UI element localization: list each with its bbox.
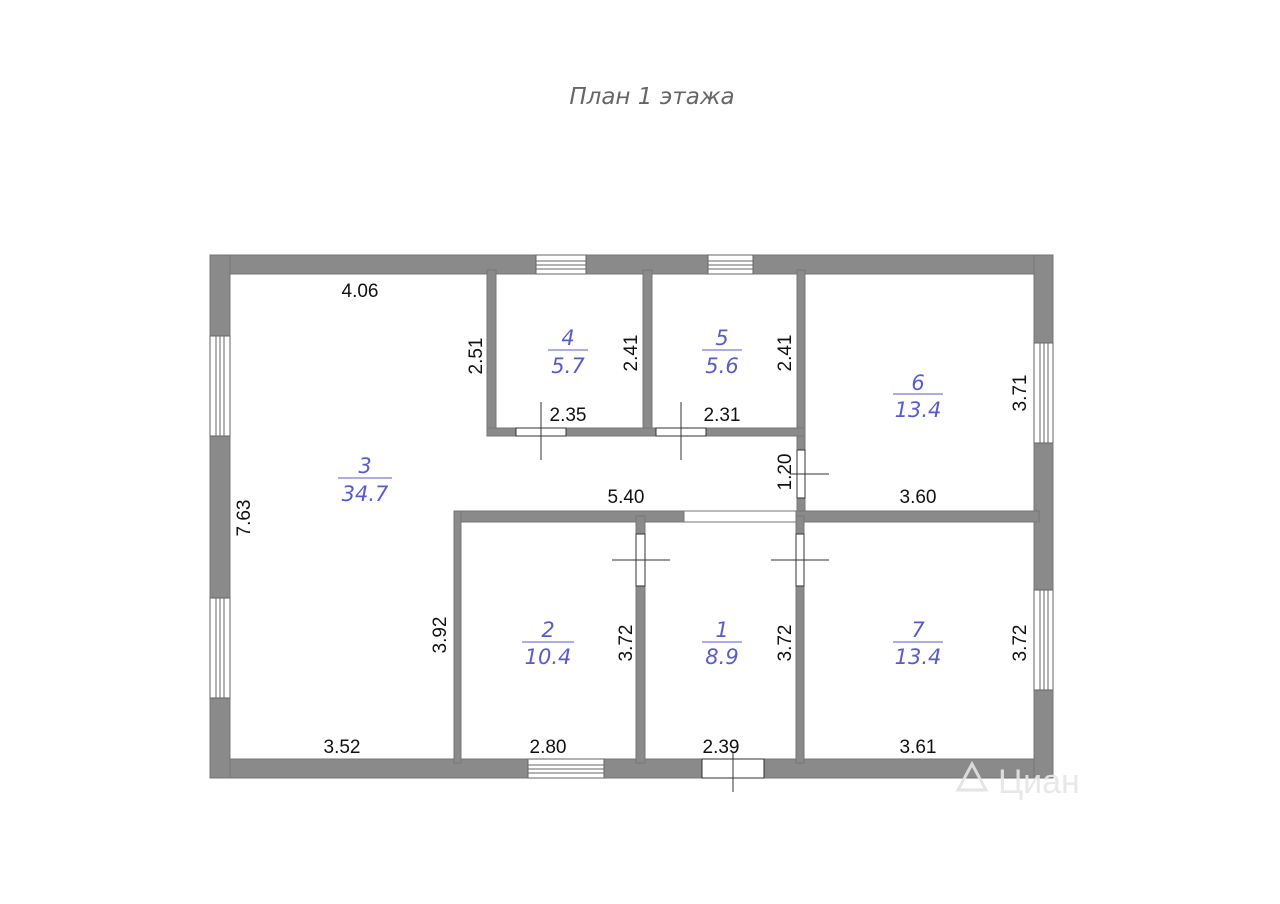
dim-r4-left: 2.51	[466, 338, 487, 375]
room-labels: 3 34.7 4 5.7 5 5.6 6 13.4 2 10.4 1 8.9	[338, 326, 943, 669]
wall-outer-bottom	[209, 758, 1054, 779]
dim-r7-right: 3.72	[1010, 625, 1031, 662]
room-number: 3	[358, 454, 371, 478]
door-r4	[515, 402, 567, 460]
dim-corridor-h: 1.20	[775, 454, 796, 491]
dim-corridor: 5.40	[608, 487, 645, 508]
room-area: 8.9	[705, 645, 738, 669]
room-area: 34.7	[342, 482, 389, 506]
window-left-lower	[209, 597, 231, 699]
room-number: 6	[911, 371, 924, 395]
room-2-label: 2 10.4	[522, 618, 574, 669]
window-top-r5	[707, 254, 754, 275]
room-area: 5.7	[551, 354, 585, 378]
wall-outer-top	[209, 254, 1054, 275]
door-r7	[771, 533, 829, 587]
dim-r3-left: 7.63	[234, 500, 255, 537]
door-entrance	[701, 752, 765, 792]
dim-r2-right: 3.72	[616, 625, 637, 662]
dim-r7-bottom: 3.61	[900, 737, 937, 758]
dim-r6-right: 3.71	[1010, 375, 1031, 412]
watermark-text: Циан	[998, 763, 1080, 801]
dim-r1-bottom: 2.39	[703, 737, 740, 758]
window-right-r7	[1033, 589, 1054, 691]
dimensions: 4.06 7.63 3.52 3.92 2.51 2.41 2.35 2.41 …	[234, 281, 1031, 758]
dim-r4-right: 2.41	[621, 335, 642, 372]
wall-r1-r7	[795, 515, 805, 764]
wall-outer-left	[209, 254, 231, 779]
room-3-label: 3 34.7	[338, 454, 392, 506]
watermark-logo-icon	[955, 760, 989, 792]
watermark: Циан	[955, 760, 1080, 801]
wall-r4-r5	[642, 269, 653, 436]
dim-r3-inner: 3.92	[430, 617, 451, 654]
dim-r4-bottom: 2.35	[550, 405, 587, 426]
room-number: 7	[911, 618, 925, 642]
dim-r5-bottom: 2.31	[704, 405, 741, 426]
room-number: 4	[561, 326, 574, 350]
window-left-upper	[209, 335, 231, 437]
room-7-label: 7 13.4	[893, 618, 943, 669]
doors	[515, 402, 829, 792]
dim-r2-bottom: 2.80	[530, 737, 567, 758]
window-bottom-r2	[527, 758, 605, 779]
dim-r6-bottom: 3.60	[900, 487, 937, 508]
room-area: 5.6	[705, 354, 738, 378]
opening-corridor	[683, 510, 797, 523]
door-r5	[655, 402, 707, 460]
room-1-label: 1 8.9	[702, 618, 742, 669]
room-6-label: 6 13.4	[893, 371, 943, 422]
room-5-label: 5 5.6	[702, 326, 742, 378]
windows	[209, 254, 1054, 779]
room-area: 10.4	[525, 645, 572, 669]
wall-r3-r2	[453, 510, 462, 764]
wall-r4-r5-bottom	[486, 427, 806, 437]
window-top-r4	[535, 254, 587, 275]
dim-r1-right: 3.72	[775, 625, 796, 662]
door-r6	[790, 449, 829, 499]
room-area: 13.4	[895, 645, 942, 669]
dim-r3-bottom: 3.52	[324, 737, 361, 758]
dim-r5-right: 2.41	[775, 335, 796, 372]
wall-r4-left	[486, 269, 497, 436]
door-r2	[612, 533, 670, 587]
window-right-r6	[1033, 342, 1054, 444]
plan-title: План 1 этажа	[569, 84, 734, 110]
walls	[209, 254, 1054, 779]
room-4-label: 4 5.7	[548, 326, 588, 378]
room-number: 5	[715, 326, 728, 350]
room-number: 1	[715, 618, 728, 642]
room-area: 13.4	[895, 398, 942, 422]
room-number: 2	[541, 618, 554, 642]
wall-r2-r1	[635, 515, 646, 764]
dim-r3-top: 4.06	[342, 281, 379, 302]
